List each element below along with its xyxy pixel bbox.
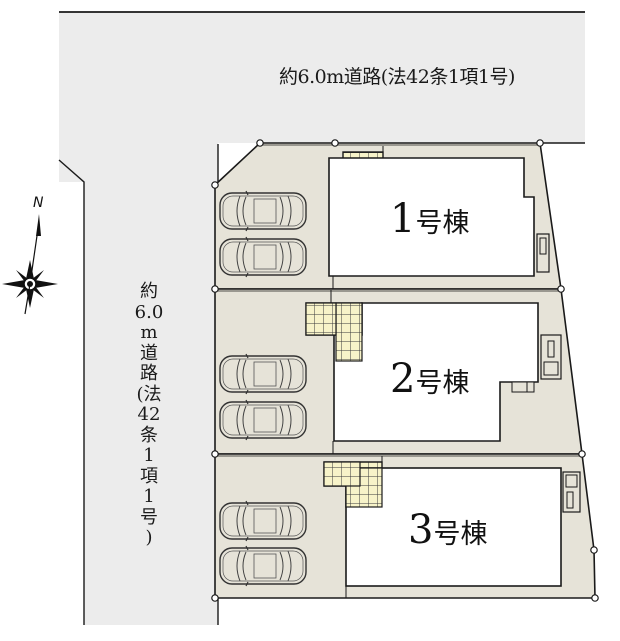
west-road-char: 号 <box>140 506 158 528</box>
building-number: 2 <box>390 356 416 402</box>
lot-1 <box>214 142 562 290</box>
lot-3 <box>214 453 596 599</box>
west-road-char: 項 <box>140 465 158 487</box>
lot-2 <box>214 288 583 455</box>
west-road-char: (法 <box>136 383 162 405</box>
building-3-label: 3号棟 <box>408 507 487 553</box>
west-road-char: 1 <box>143 445 155 466</box>
building-suffix: 号棟 <box>415 208 470 239</box>
west-road-char: 道 <box>140 342 158 364</box>
west-road-char: m <box>140 322 158 343</box>
building-number: 1 <box>390 196 416 242</box>
west-road-char: 約 <box>140 281 158 302</box>
west-road-label: 約 6.0 m 道 路 (法 42 条 1 項 1 号 ) <box>134 281 164 549</box>
west-road-char: 6.0 <box>134 301 164 323</box>
building-2-label: 2号棟 <box>390 356 469 402</box>
compass-icon <box>2 214 58 315</box>
building-suffix: 号棟 <box>433 519 488 550</box>
west-road-char: 42 <box>137 404 161 425</box>
building-suffix: 号棟 <box>415 368 470 399</box>
building-number: 3 <box>408 507 434 553</box>
west-road-char: 条 <box>140 424 158 446</box>
north-road-label: 約6.0m道路(法42条1項1号) <box>279 66 515 88</box>
compass-north-label: N <box>33 195 44 211</box>
boundary-markers <box>211 139 599 602</box>
building-1-label: 1号棟 <box>390 196 469 242</box>
west-road-char: 1 <box>143 486 155 507</box>
west-road-char: 路 <box>140 363 158 384</box>
west-road-char: ) <box>145 527 153 548</box>
